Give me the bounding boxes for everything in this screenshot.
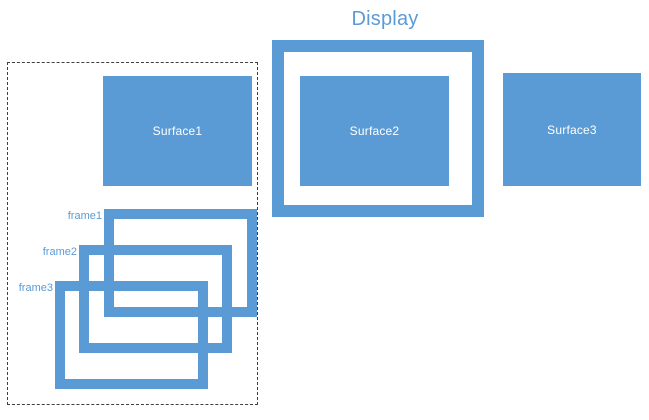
surface2-label: Surface2 — [349, 124, 400, 138]
frame3-outline[interactable] — [55, 281, 208, 389]
frame1-label: frame1 — [67, 210, 102, 222]
frame2-label: frame2 — [42, 246, 77, 258]
surface3-box[interactable]: Surface3 — [503, 73, 641, 186]
surface2-group[interactable]: Surface2 — [272, 40, 484, 217]
frame1-outline[interactable] — [104, 209, 257, 317]
frame3-label: frame3 — [18, 282, 53, 294]
display-title: Display — [351, 8, 419, 30]
surface3-label: Surface3 — [547, 122, 597, 137]
frame2-outline[interactable] — [79, 245, 232, 353]
surface1-box[interactable]: Surface1 — [103, 76, 252, 186]
surface1-label: Surface1 — [152, 124, 203, 138]
dashed-client-region — [7, 62, 258, 405]
surface2-inner-box[interactable]: Surface2 — [300, 76, 449, 186]
